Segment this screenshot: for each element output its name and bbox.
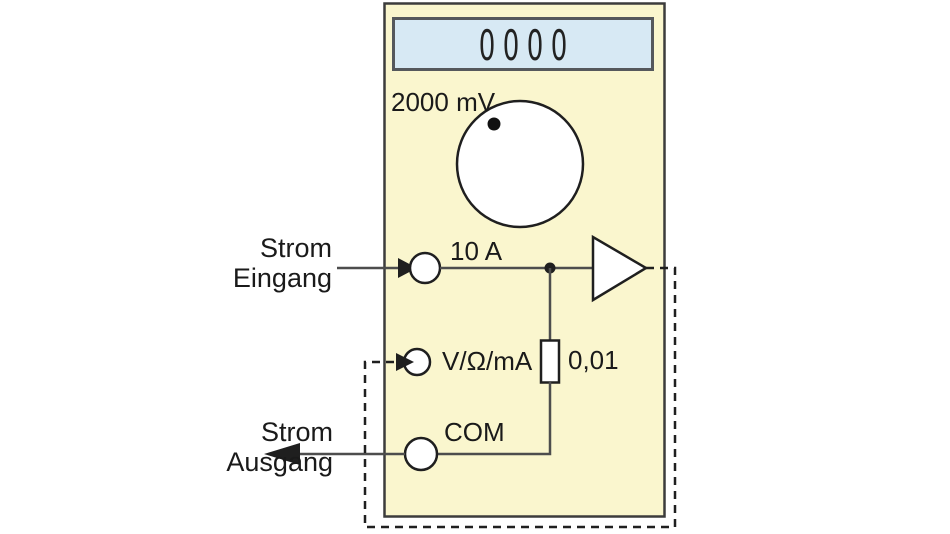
lcd-display: [392, 17, 654, 71]
shunt-value-label: 0,01: [568, 345, 619, 375]
input-terminal-label: Strom Eingang: [233, 233, 332, 293]
input-terminal-label-line2: Eingang: [232, 263, 332, 293]
volt-ohm-ma-arrowhead-icon: [396, 353, 414, 371]
knob-position-dot: [487, 117, 501, 131]
input-terminal-label-line1: Strom: [259, 233, 332, 263]
shunt-resistor: [539, 339, 561, 384]
jack-label-10a: 10 A: [450, 236, 503, 266]
jack-label-volt-ohm-ma: V/Ω/mA: [442, 346, 533, 376]
input-arrowhead-icon: [398, 258, 417, 278]
output-arrowhead-icon: [264, 443, 300, 465]
amplifier-symbol: [591, 234, 649, 303]
range-knob: [455, 99, 585, 229]
range-label: 2000 mV: [391, 87, 496, 117]
wire-shunt-to-com: [438, 382, 552, 456]
output-terminal-label-line2: Ausgang: [226, 447, 333, 477]
lcd-value: 0000: [478, 20, 575, 70]
output-terminal-label-line1: Strom: [260, 417, 333, 447]
output-terminal-label: Strom Ausgang: [226, 417, 333, 477]
jack-10a: [408, 251, 442, 285]
jack-com: [403, 436, 439, 472]
jack-label-com: COM: [444, 417, 505, 447]
